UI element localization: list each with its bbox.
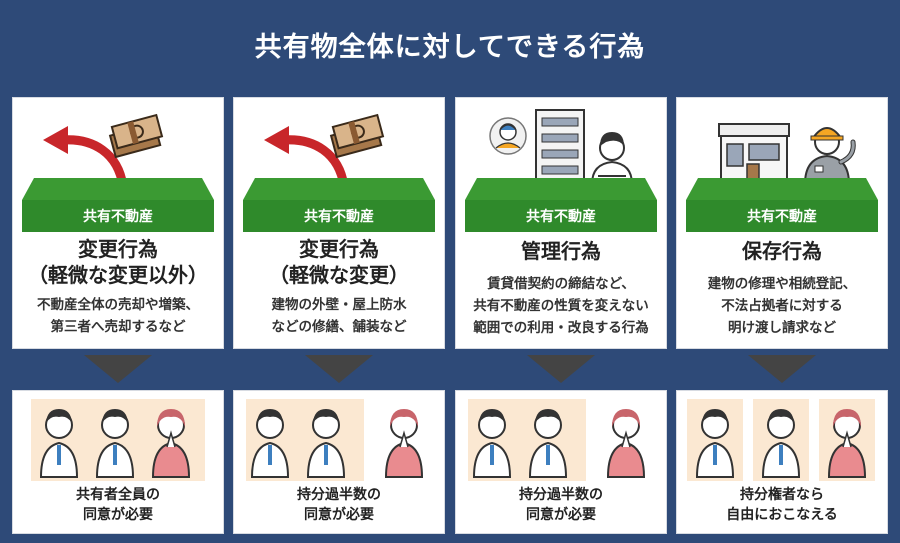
red-arrow-icon bbox=[279, 135, 349, 191]
ground-label: 共有不動産 bbox=[22, 200, 214, 232]
consent-majority-minor-change: 持分過半数の 同意が必要 bbox=[233, 390, 445, 534]
apartment-building-icon bbox=[535, 109, 585, 185]
down-arrow-icon bbox=[527, 355, 595, 383]
desc-line-1: 建物の外壁・屋上防水 bbox=[271, 297, 407, 313]
man-icon bbox=[306, 409, 346, 478]
ground-top bbox=[22, 178, 214, 200]
man-icon bbox=[95, 409, 135, 478]
consent-majority-management: 持分過半数の 同意が必要 bbox=[455, 390, 667, 534]
desc-line-1: 不動産全体の売却や増築、 bbox=[37, 297, 199, 313]
woman-arms-crossed-icon bbox=[590, 132, 634, 185]
heading-line-1: 保存行為 bbox=[742, 239, 822, 263]
ground-label: 共有不動産 bbox=[465, 200, 657, 232]
desc-line-3: 明け渡し請求など bbox=[728, 320, 836, 336]
ground-top bbox=[243, 178, 435, 200]
three-people-illustration bbox=[250, 409, 424, 478]
money-leaving-illustration bbox=[264, 113, 385, 191]
desc-line-2: 共有不動産の性質を変えない bbox=[473, 298, 649, 314]
ground-label: 共有不動産 bbox=[243, 200, 435, 232]
heading-line-1: 変更行為 bbox=[78, 237, 158, 261]
down-arrow-icon bbox=[748, 355, 816, 383]
desc-line-2: 第三者へ売却するなど bbox=[50, 319, 186, 335]
heading-line-2: （軽微な変更） bbox=[269, 263, 409, 287]
house-repair-illustration bbox=[718, 123, 856, 185]
man-icon bbox=[761, 409, 801, 478]
apartment-tenant-illustration bbox=[489, 109, 634, 185]
desc-line-2: 不法占拠者に対する bbox=[721, 298, 843, 314]
desc-line-3: 範囲での利用・改良する行為 bbox=[473, 320, 649, 336]
money-leaving-illustration bbox=[43, 113, 164, 191]
desc-line-1: 賃貸借契約の締結など、 bbox=[487, 276, 635, 292]
man-icon bbox=[695, 409, 735, 478]
ground-top bbox=[686, 178, 878, 200]
consent-line-1: 持分過半数の bbox=[297, 487, 381, 503]
heading-line-1: 管理行為 bbox=[521, 239, 601, 263]
woman-praying-icon bbox=[606, 409, 646, 478]
panel-change-major: 共有不動産 変更行為 （軽微な変更以外） 不動産全体の売却や増築、 第三者へ売却… bbox=[12, 97, 224, 349]
desc-line-1: 建物の修理や相続登記、 bbox=[707, 276, 857, 292]
consent-line-2: 同意が必要 bbox=[526, 507, 596, 523]
man-icon bbox=[250, 409, 290, 478]
worker-avatar-icon bbox=[489, 117, 527, 155]
red-arrow-head-icon bbox=[264, 126, 289, 154]
red-arrow-icon bbox=[58, 135, 128, 191]
house-icon bbox=[718, 123, 790, 185]
man-icon bbox=[39, 409, 79, 478]
consent-free-preservation: 持分権者なら 自由におこなえる bbox=[676, 390, 888, 534]
man-icon bbox=[528, 409, 568, 478]
three-people-illustration bbox=[39, 409, 191, 478]
consent-line-2: 同意が必要 bbox=[83, 507, 153, 523]
panel-change-minor: 共有不動産 変更行為 （軽微な変更） 建物の外壁・屋上防水 などの修繕、舗装など bbox=[233, 97, 445, 349]
woman-praying-icon bbox=[384, 409, 424, 478]
three-people-illustration bbox=[695, 409, 867, 478]
down-arrow-icon bbox=[305, 355, 373, 383]
panel-preservation: 共有不動産 保存行為 建物の修理や相続登記、 不法占拠者に対する 明け渡し請求な… bbox=[676, 97, 888, 349]
consent-line-2: 自由におこなえる bbox=[726, 507, 838, 523]
consent-line-1: 持分権者なら bbox=[740, 487, 824, 503]
three-people-illustration bbox=[472, 409, 646, 478]
woman-praying-icon bbox=[151, 409, 191, 478]
panel-management: 共有不動産 管理行為 賃貸借契約の締結など、 共有不動産の性質を変えない 範囲で… bbox=[455, 97, 667, 349]
desc-line-2: などの修繕、舗装など bbox=[271, 319, 407, 335]
ground-label: 共有不動産 bbox=[686, 200, 878, 232]
ground-top bbox=[465, 178, 657, 200]
man-icon bbox=[472, 409, 512, 478]
construction-worker-icon bbox=[803, 127, 856, 185]
woman-praying-icon bbox=[827, 409, 867, 478]
red-arrow-head-icon bbox=[43, 126, 68, 154]
page-title: 共有物全体に対してできる行為 bbox=[254, 31, 646, 63]
consent-line-2: 同意が必要 bbox=[304, 507, 374, 523]
consent-all-owners: 共有者全員の 同意が必要 bbox=[12, 390, 224, 534]
heading-line-2: （軽微な変更以外） bbox=[28, 263, 208, 287]
cash-bundle-icon bbox=[108, 113, 164, 159]
consent-line-1: 持分過半数の bbox=[519, 487, 603, 503]
cash-bundle-icon bbox=[329, 113, 385, 159]
consent-line-1: 共有者全員の bbox=[76, 487, 160, 503]
down-arrow-icon bbox=[84, 355, 152, 383]
heading-line-1: 変更行為 bbox=[299, 237, 379, 261]
